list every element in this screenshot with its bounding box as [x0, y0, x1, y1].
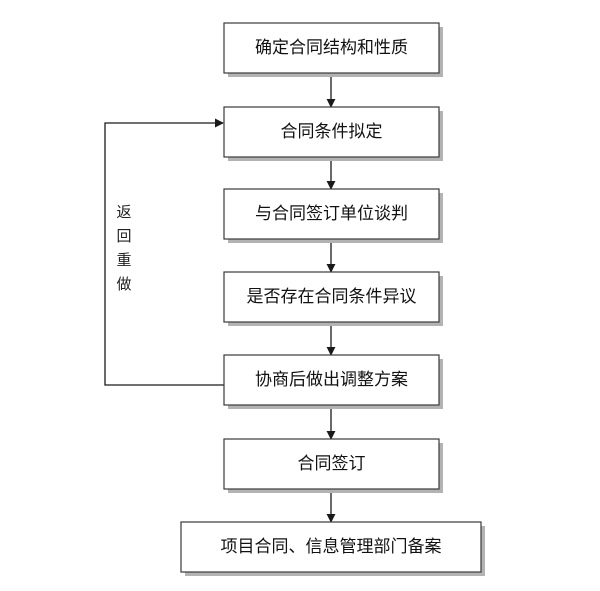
step-s2: 合同条件拟定 — [223, 106, 443, 161]
step-s6: 合同签订 — [223, 438, 443, 493]
loop-label: 返 回 重 做 — [116, 203, 131, 293]
step-label-s7: 项目合同、信息管理部门备案 — [221, 537, 442, 557]
step-s1: 确定合同结构和性质 — [223, 22, 443, 77]
step-s4: 是否存在合同条件异议 — [223, 271, 443, 326]
loop-label-char-3: 重 — [116, 251, 131, 269]
step-s5: 协商后做出调整方案 — [223, 354, 443, 409]
step-label-s3: 与合同签订单位谈判 — [255, 204, 408, 224]
step-label-s2: 合同条件拟定 — [281, 122, 383, 142]
loop-back-arrow — [104, 118, 225, 386]
edges — [104, 73, 336, 523]
loop-label-char-1: 返 — [116, 203, 131, 221]
step-label-s5: 协商后做出调整方案 — [255, 370, 408, 390]
step-label-s1: 确定合同结构和性质 — [255, 38, 408, 58]
loop-label-char-2: 回 — [116, 227, 131, 245]
step-s7: 项目合同、信息管理部门备案 — [180, 521, 485, 576]
step-s3: 与合同签订单位谈判 — [223, 188, 443, 243]
loop-label-char-4: 做 — [116, 275, 131, 293]
step-label-s6: 合同签订 — [298, 454, 366, 474]
step-label-s4: 是否存在合同条件异议 — [247, 287, 417, 307]
